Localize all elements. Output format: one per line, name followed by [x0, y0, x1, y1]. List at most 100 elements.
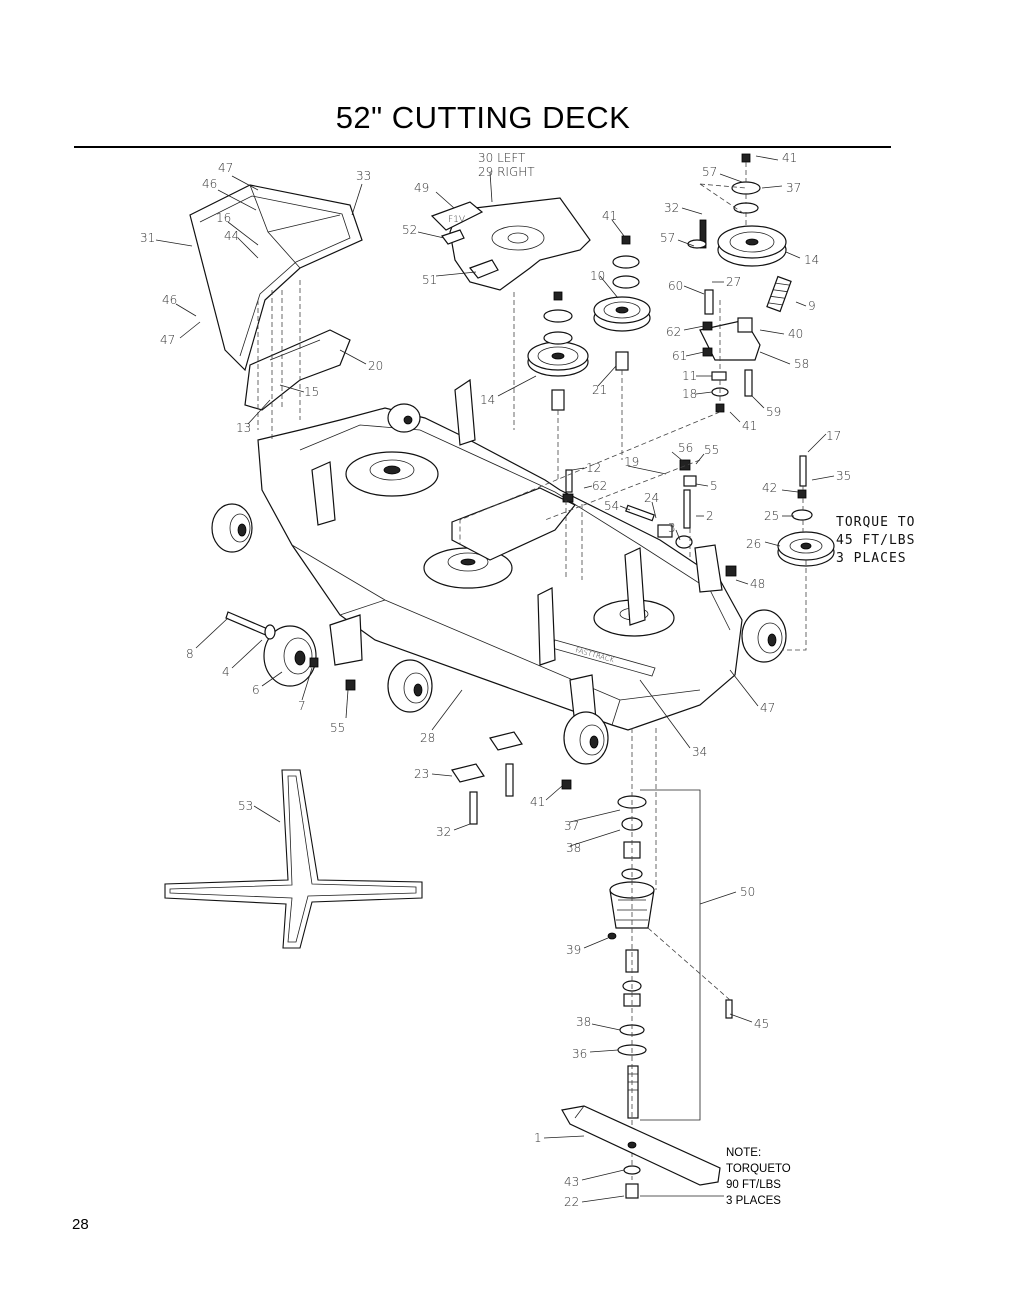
lift-bracket — [694, 544, 723, 593]
callout-57a: 57 — [702, 165, 717, 179]
callout-3: 3 — [668, 521, 676, 535]
callout-37b: 37 — [564, 819, 579, 833]
cutting-deck-housing: FASTTRACK — [257, 407, 743, 731]
callout-8: 8 — [186, 647, 194, 661]
page-title: 52" CUTTING DECK — [335, 100, 631, 135]
mower-blade-1 — [561, 1105, 721, 1186]
nut-41c — [715, 403, 725, 413]
callout-1: 1 — [534, 1131, 542, 1145]
washer-25 — [791, 509, 813, 521]
bolt-54 — [625, 504, 655, 522]
nut — [553, 291, 563, 301]
callout-62a: 62 — [666, 325, 681, 339]
callout-36: 36 — [572, 1047, 587, 1061]
callout-32a: 32 — [664, 201, 679, 215]
wheel-bracket — [329, 614, 363, 666]
callout-45: 45 — [754, 1017, 769, 1031]
nut-41d — [561, 779, 572, 790]
bolt-22 — [625, 1183, 639, 1199]
callout-55a: 55 — [704, 443, 719, 457]
chute-bracket — [244, 329, 351, 411]
callout-15: 15 — [304, 385, 319, 399]
bolt-32 — [699, 219, 707, 249]
lift-bracket — [454, 378, 476, 446]
bolt-32b — [469, 791, 478, 825]
callout-47c: 47 — [760, 701, 775, 715]
nut-41 — [741, 153, 751, 163]
leader-lines — [155, 155, 835, 1203]
callout-34: 34 — [692, 745, 707, 759]
bolt-32c — [505, 763, 514, 797]
wheel-front-left — [211, 503, 253, 553]
callout-29: 29 RIGHT — [478, 165, 535, 179]
svg-text:TORQUETO: TORQUETO — [726, 1163, 791, 1175]
callout-13: 13 — [236, 421, 251, 435]
callout-32b: 32 — [436, 825, 451, 839]
callout-5: 5 — [710, 479, 718, 493]
callout-52: 52 — [402, 223, 417, 237]
callout-46b: 46 — [162, 293, 177, 307]
callout-11: 11 — [682, 369, 697, 383]
nut-62b — [562, 493, 574, 503]
callout-60: 60 — [668, 279, 683, 293]
spacer-5 — [683, 475, 697, 487]
callout-56: 56 — [678, 441, 693, 455]
baffle-23b — [489, 731, 523, 751]
nut — [621, 235, 631, 245]
callout-62b: 62 — [592, 479, 607, 493]
pulley-left-14 — [527, 341, 589, 411]
nut-42 — [797, 489, 807, 499]
wheel-front-center — [387, 659, 433, 713]
callout-7: 7 — [298, 699, 306, 713]
callout-25: 25 — [764, 509, 779, 523]
callout-9: 9 — [808, 299, 816, 313]
torque-note-45: TORQUE TO 45 FT/LBS 3 PLACES — [836, 515, 915, 566]
bolt-12 — [565, 469, 573, 493]
pulley-26 — [777, 531, 835, 567]
nut-62 — [702, 321, 713, 331]
lift-bracket — [624, 547, 646, 626]
idler-arm-58 — [699, 317, 761, 361]
washer — [612, 275, 640, 289]
discharge-chute — [189, 184, 363, 372]
callout-55b: 55 — [330, 721, 345, 735]
callout-58: 58 — [794, 357, 809, 371]
callout-39: 39 — [566, 943, 581, 957]
callout-35: 35 — [836, 469, 851, 483]
callout-37a: 37 — [786, 181, 801, 195]
callout-23: 23 — [414, 767, 429, 781]
bracket-49: F1V — [430, 201, 484, 231]
callout-labels: 30 LEFT 29 RIGHT 47 46 33 16 44 31 46 47… — [140, 151, 851, 1209]
callout-10: 10 — [590, 269, 605, 283]
svg-text:F1V: F1V — [448, 215, 465, 225]
washer-57 — [733, 202, 759, 214]
callout-47: 47 — [218, 161, 233, 175]
torque-note-90: NOTE: TORQUETO 90 FT/LBS 3 PLACES — [726, 1147, 791, 1207]
callout-41b: 41 — [782, 151, 797, 165]
idler-pulley-14 — [717, 225, 787, 267]
callout-26: 26 — [746, 537, 761, 551]
callout-53: 53 — [238, 799, 253, 813]
svg-text:TORQUE TO: TORQUE TO — [836, 515, 915, 530]
nut-7 — [309, 657, 319, 668]
nut-55b — [345, 679, 356, 691]
callout-17: 17 — [826, 429, 841, 443]
nut-61 — [702, 347, 713, 357]
callout-12: 12 — [586, 461, 601, 475]
callout-21: 21 — [592, 383, 607, 397]
callout-43: 43 — [564, 1175, 579, 1189]
callout-46: 46 — [202, 177, 217, 191]
callout-16: 16 — [216, 211, 231, 225]
lift-bracket — [537, 587, 556, 666]
callout-27: 27 — [726, 275, 741, 289]
bolt-60 — [704, 289, 714, 315]
washer — [543, 309, 573, 323]
callout-14b: 14 — [804, 253, 819, 267]
callout-4: 4 — [222, 665, 230, 679]
callout-6: 6 — [252, 683, 260, 697]
svg-text:90 FT/LBS: 90 FT/LBS — [726, 1179, 781, 1191]
spacer-11 — [711, 371, 727, 381]
svg-text:NOTE:: NOTE: — [726, 1147, 761, 1159]
lift-bracket — [311, 461, 336, 526]
pin-2 — [683, 489, 691, 529]
